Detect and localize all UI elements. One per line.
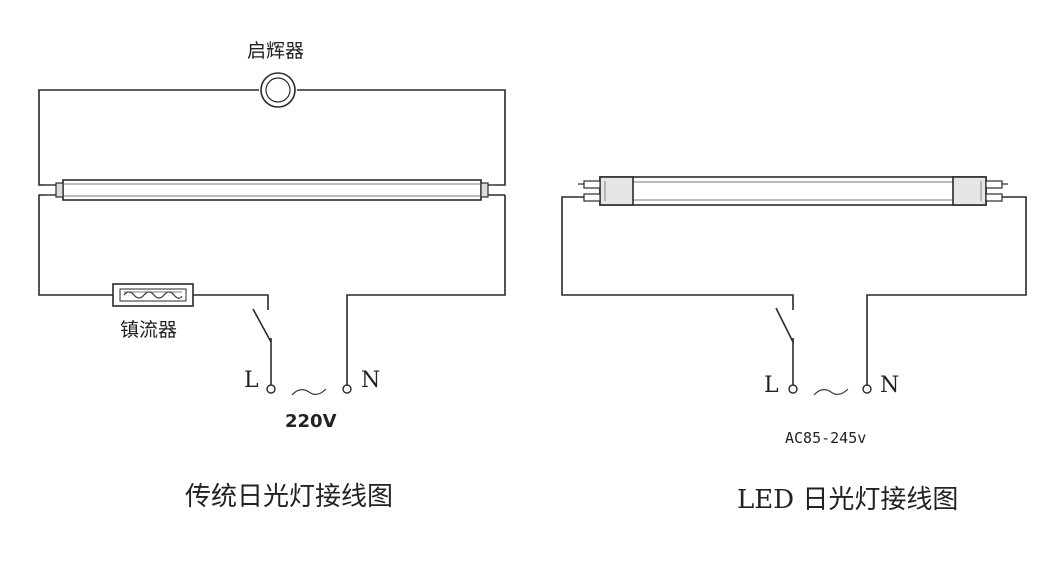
main-circuit-wire-left <box>38 194 113 296</box>
starter-label: 启辉器 <box>247 40 304 62</box>
starter-loop-wire <box>38 89 506 186</box>
led-voltage-label: AC85-245v <box>785 429 866 447</box>
ballast-icon <box>112 283 194 307</box>
switch-icon <box>252 308 272 385</box>
neutral-terminal <box>342 384 352 394</box>
led-neutral-terminal <box>862 384 872 394</box>
led-switch-icon <box>775 307 794 385</box>
led-circuit-wire-left <box>561 196 794 310</box>
starter-icon <box>260 72 296 108</box>
led-ac-wave-icon <box>813 388 849 396</box>
led-live-terminal <box>788 384 798 394</box>
voltage-label: 220V <box>285 411 337 432</box>
live-terminal <box>266 384 276 394</box>
live-label: L <box>244 368 259 393</box>
traditional-diagram: 启辉器 镇流器 <box>38 40 506 512</box>
neutral-label: N <box>361 368 380 393</box>
ac-wave-icon <box>291 388 327 396</box>
ballast-label: 镇流器 <box>120 319 177 341</box>
led-caption: LED 日光灯接线图 <box>737 485 958 515</box>
led-neutral-label: N <box>880 373 899 398</box>
fluorescent-tube <box>45 179 505 201</box>
led-circuit-wire-right <box>866 196 1027 385</box>
led-live-label: L <box>764 373 779 398</box>
main-circuit-wire-right <box>346 195 506 385</box>
ballast-to-switch-wire <box>193 294 269 310</box>
led-tube <box>578 176 1008 206</box>
traditional-caption: 传统日光灯接线图 <box>185 482 393 512</box>
led-diagram: L N AC85-245v LED 日光灯接线图 <box>561 176 1027 515</box>
